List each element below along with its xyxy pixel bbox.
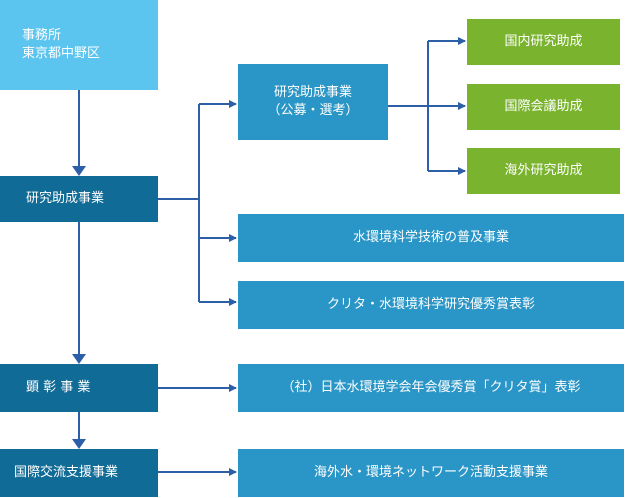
overseas-grant-box: 海外研究助成: [467, 148, 620, 194]
award-program-box: 顕 彰 事 業: [0, 364, 158, 412]
society-award-label: （社）日本水環境学会年会優秀賞「クリタ賞」表彰: [281, 380, 581, 395]
intl-conference-grant-box: 国際会議助成: [467, 84, 620, 130]
research-program-label: 研究助成事業: [26, 191, 105, 206]
grant-selection-box: 研究助成事業 （公募・選考）: [238, 64, 388, 140]
promotion-program-label: 水環境科学技術の普及事業: [352, 230, 509, 245]
intl-conference-grant-label: 国際会議助成: [504, 99, 583, 114]
office-line1: 事務所: [22, 28, 62, 43]
intl-support-label: 国際交流支援事業: [14, 465, 119, 480]
domestic-grant-box: 国内研究助成: [467, 19, 620, 65]
domestic-grant-label: 国内研究助成: [504, 34, 583, 49]
office-line2: 東京都中野区: [22, 46, 101, 61]
grant-selection-line2: （公募・選考）: [267, 103, 359, 118]
network-support-label: 海外水・環境ネットワーク活動支援事業: [313, 465, 548, 480]
grant-selection-line1: 研究助成事業: [273, 85, 352, 100]
office-box: 事務所 東京都中野区: [0, 0, 158, 90]
research-prize-box: クリタ・水環境科学研究優秀賞表彰: [238, 281, 624, 329]
intl-support-box: 国際交流支援事業: [0, 449, 158, 497]
network-support-box: 海外水・環境ネットワーク活動支援事業: [238, 449, 624, 497]
research-prize-label: クリタ・水環境科学研究優秀賞表彰: [326, 297, 535, 312]
society-award-box: （社）日本水環境学会年会優秀賞「クリタ賞」表彰: [238, 364, 624, 412]
arrowhead-research: [72, 166, 86, 176]
research-program-box: 研究助成事業: [0, 176, 158, 222]
overseas-grant-label: 海外研究助成: [504, 163, 583, 178]
arrowhead-intl: [72, 439, 86, 449]
promotion-program-box: 水環境科学技術の普及事業: [238, 214, 624, 262]
arrowhead-award: [72, 354, 86, 364]
award-program-label: 顕 彰 事 業: [26, 380, 91, 395]
